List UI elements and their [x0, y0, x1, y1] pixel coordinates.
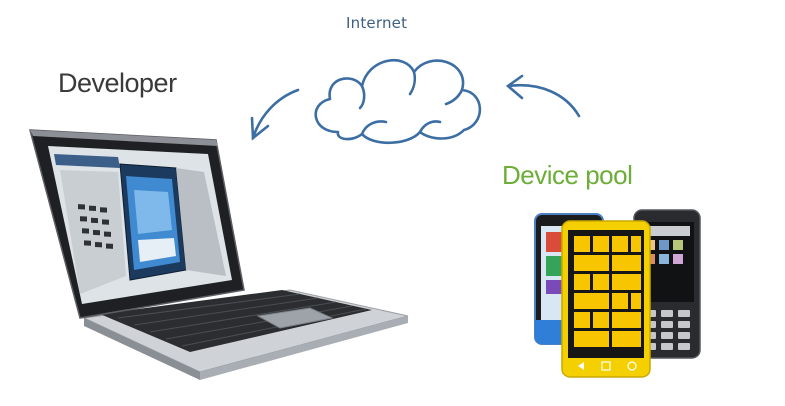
- internet-label: Internet: [346, 14, 408, 32]
- developer-label: Developer: [58, 68, 177, 98]
- laptop-icon: [29, 129, 409, 380]
- smartphone-icon: [534, 209, 701, 378]
- curved-arrow-right-icon: [505, 74, 581, 118]
- cloud-icon: [314, 58, 482, 145]
- device-pool-label: Device pool: [502, 160, 633, 190]
- phone-middle: [561, 220, 651, 378]
- curved-arrow-left-icon: [250, 88, 300, 141]
